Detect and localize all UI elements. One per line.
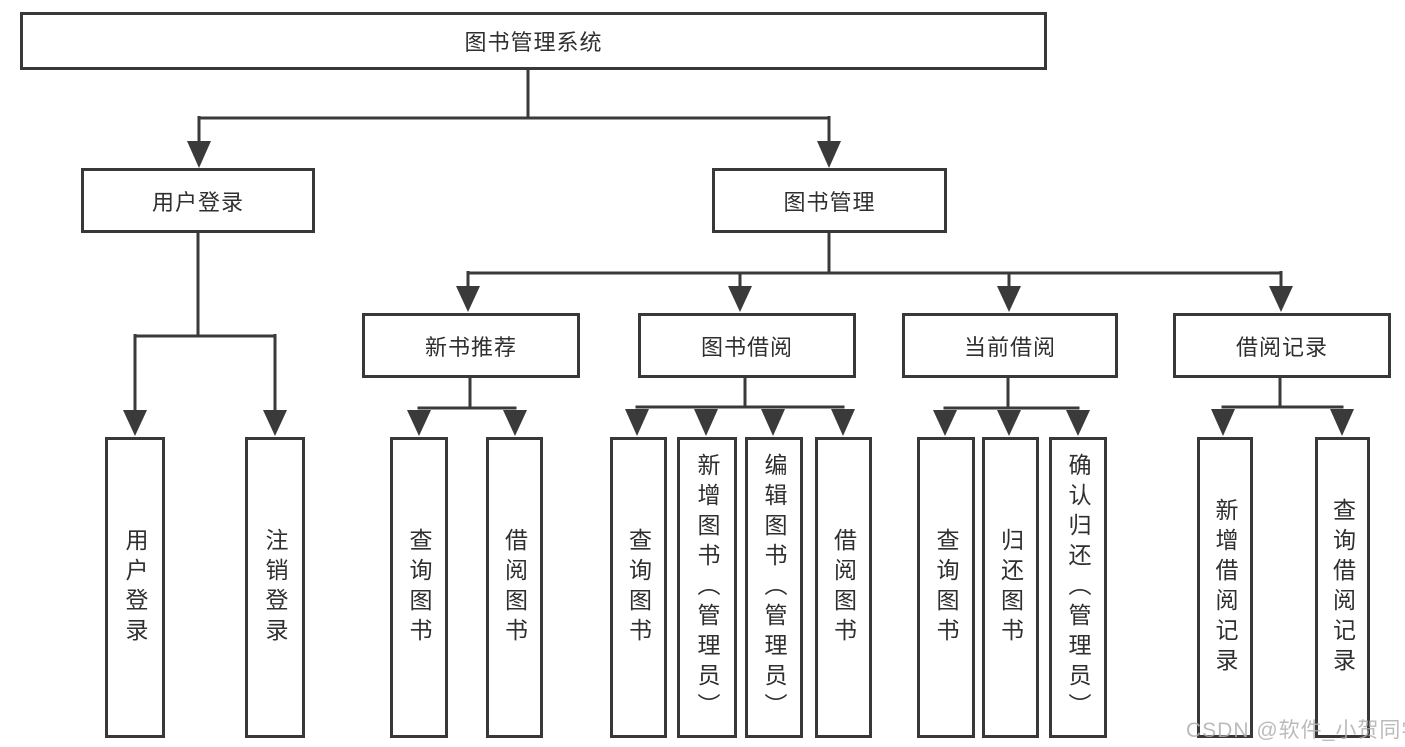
leaf-query-books-current: 查询图书 (917, 437, 975, 738)
leaf-borrow-books-borrow: 借阅图书 (815, 437, 872, 738)
connector-user-login-children (123, 233, 287, 436)
node-library-management-system: 图书管理系统 (20, 12, 1047, 70)
node-book-management: 图书管理 (712, 168, 947, 233)
connector-book-borrow-children (625, 378, 855, 436)
node-book-borrowing: 图书借阅 (638, 313, 856, 378)
leaf-confirm-return-admin: 确认归还（管理员） (1049, 437, 1107, 738)
leaf-user-login: 用户登录 (105, 437, 165, 738)
node-borrowing-records: 借阅记录 (1173, 313, 1391, 378)
csdn-watermark: CSDN @软件_小贺同学 (1186, 719, 1405, 742)
node-user-login: 用户登录 (81, 168, 315, 233)
connector-borrow-record-children (1211, 378, 1354, 436)
leaf-borrow-books-recommend: 借阅图书 (486, 437, 543, 738)
connector-book-mgmt-to-level3 (456, 233, 1293, 312)
leaf-query-books-borrow: 查询图书 (610, 437, 667, 738)
connector-root-to-level2 (187, 70, 841, 168)
leaf-edit-books-admin: 编辑图书（管理员） (745, 437, 803, 738)
leaf-add-borrow-record: 新增借阅记录 (1197, 437, 1253, 738)
leaf-add-books-admin: 新增图书（管理员） (677, 437, 737, 738)
leaf-query-books-recommend: 查询图书 (390, 437, 448, 738)
connector-current-borrow-children (933, 378, 1090, 436)
leaf-query-borrow-record: 查询借阅记录 (1315, 437, 1370, 738)
leaf-logout: 注销登录 (245, 437, 305, 738)
leaf-return-books: 归还图书 (982, 437, 1039, 738)
connector-new-book-children (407, 378, 527, 436)
node-new-book-recommendation: 新书推荐 (362, 313, 580, 378)
node-current-borrowing: 当前借阅 (902, 313, 1118, 378)
